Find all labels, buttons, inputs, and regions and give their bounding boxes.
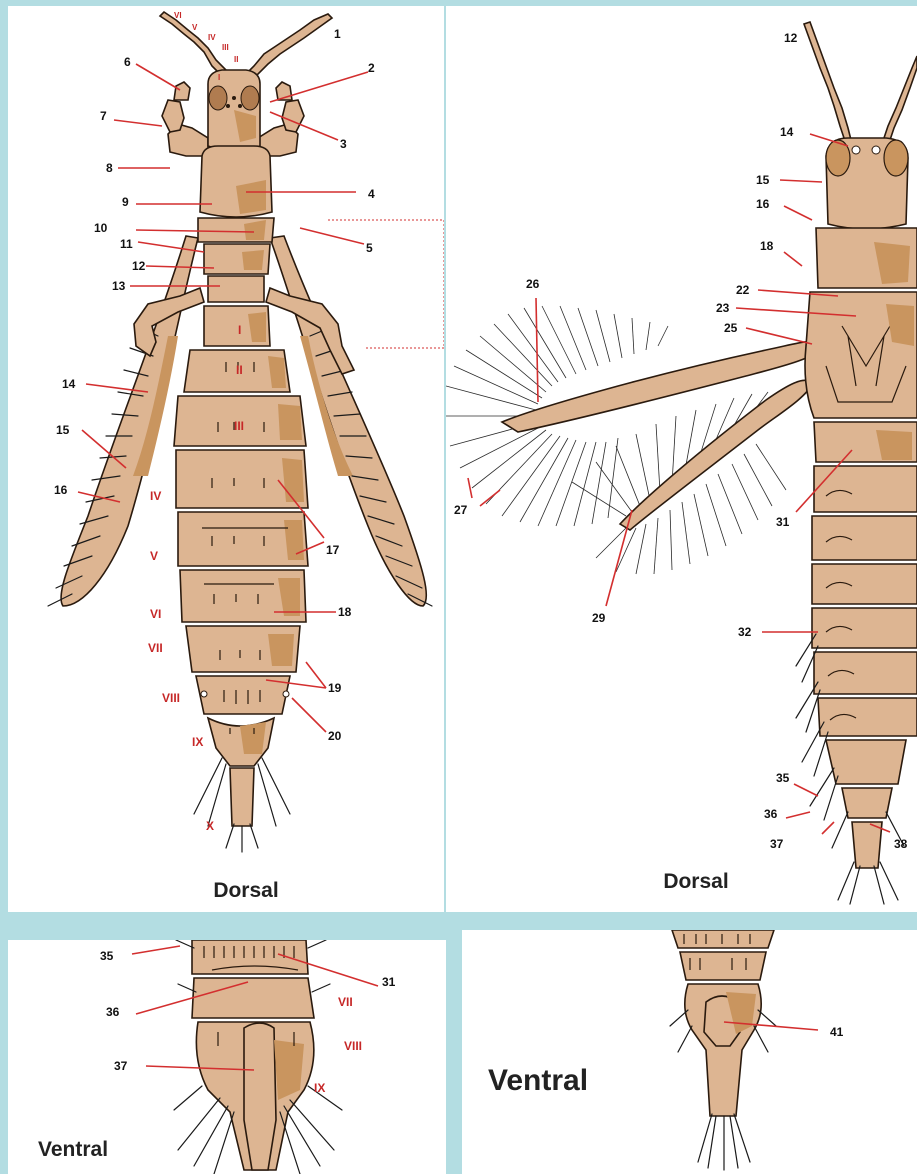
callout-37-vl: 37 bbox=[114, 1059, 128, 1073]
callout-12: 12 bbox=[132, 259, 146, 273]
head bbox=[208, 70, 260, 151]
caption-dorsal-right: Dorsal bbox=[663, 870, 728, 893]
callout-2: 2 bbox=[368, 61, 375, 75]
callout-10: 10 bbox=[94, 221, 108, 235]
callout-9: 9 bbox=[122, 195, 129, 209]
right-panel-right-antenna bbox=[882, 56, 917, 146]
callout-16: 16 bbox=[54, 483, 68, 497]
right-panel-abdomen bbox=[812, 422, 917, 868]
abd-seg-IX: IX bbox=[192, 735, 203, 749]
abd-seg-III: III bbox=[234, 419, 244, 433]
antenna-seg-I: I bbox=[218, 73, 220, 82]
abd-seg-II: II bbox=[236, 363, 243, 377]
callout-20: 20 bbox=[328, 729, 342, 743]
callout-37-r: 37 bbox=[770, 837, 784, 851]
abd-seg-VII: VII bbox=[148, 641, 163, 655]
callout-7: 7 bbox=[100, 109, 107, 123]
callout-8: 8 bbox=[106, 161, 113, 175]
ventral-seg-IX: IX bbox=[314, 1081, 325, 1095]
callout-14-r: 14 bbox=[780, 125, 794, 139]
callout-15-r: 15 bbox=[756, 173, 770, 187]
dorsal-left-illustration: 1 2 3 4 5 6 7 8 9 10 11 12 13 14 15 16 1… bbox=[8, 6, 444, 912]
callout-16-r: 16 bbox=[756, 197, 770, 211]
callout-17: 17 bbox=[326, 543, 340, 557]
callout-3: 3 bbox=[340, 137, 347, 151]
callout-13: 13 bbox=[112, 279, 126, 293]
antenna-seg-V: V bbox=[192, 23, 198, 32]
antenna-seg-IV: IV bbox=[208, 33, 216, 42]
callout-19: 19 bbox=[328, 681, 342, 695]
callout-35-r: 35 bbox=[776, 771, 790, 785]
caption-dorsal-left: Dorsal bbox=[213, 879, 278, 902]
callout-18: 18 bbox=[338, 605, 352, 619]
callout-26-r: 26 bbox=[526, 277, 540, 291]
abd-seg-I: I bbox=[238, 323, 241, 337]
callout-6: 6 bbox=[124, 55, 131, 69]
callout-1: 1 bbox=[334, 27, 341, 41]
ventral-seg-VIII: VIII bbox=[344, 1039, 362, 1053]
ventral-left-illustration: 35 31 36 37 VII VIII IX Ventral bbox=[8, 940, 446, 1174]
pronotum bbox=[200, 146, 272, 217]
callout-15: 15 bbox=[56, 423, 70, 437]
hindwing bbox=[620, 380, 812, 530]
callout-36-r: 36 bbox=[764, 807, 778, 821]
callout-4: 4 bbox=[368, 187, 375, 201]
callout-36-vl: 36 bbox=[106, 1005, 120, 1019]
panel-ventral-right: 41 Ventral bbox=[462, 930, 917, 1174]
callout-5: 5 bbox=[366, 241, 373, 255]
caption-ventral-left: Ventral bbox=[38, 1138, 108, 1161]
left-antenna bbox=[160, 12, 228, 76]
abd-seg-VIII: VIII bbox=[162, 691, 180, 705]
caption-ventral-right: Ventral bbox=[488, 1064, 588, 1097]
spiracle-right bbox=[283, 691, 289, 697]
abd-seg-IV: IV bbox=[150, 489, 161, 503]
callout-32-r: 32 bbox=[738, 625, 752, 639]
forewing bbox=[502, 341, 824, 432]
callout-35-vl: 35 bbox=[100, 949, 114, 963]
abd-seg-VI: VI bbox=[150, 607, 161, 621]
callout-12-r: 12 bbox=[784, 31, 798, 45]
right-panel-left-antenna bbox=[804, 22, 852, 144]
callout-31-vl: 31 bbox=[382, 975, 396, 989]
callout-18-r: 18 bbox=[760, 239, 774, 253]
panel-dorsal-left: 1 2 3 4 5 6 7 8 9 10 11 12 13 14 15 16 1… bbox=[8, 6, 444, 912]
callout-38-r: 38 bbox=[894, 837, 908, 851]
spiracle-left bbox=[201, 691, 207, 697]
dorsal-right-illustration: 12 14 15 16 18 22 23 25 26 27 29 31 32 3… bbox=[446, 6, 917, 912]
callout-31-r: 31 bbox=[776, 515, 790, 529]
ventral-seg-VII: VII bbox=[338, 995, 353, 1009]
right-antenna bbox=[244, 14, 332, 78]
callout-25-r: 25 bbox=[724, 321, 738, 335]
callout-29-r: 29 bbox=[592, 611, 606, 625]
callout-11: 11 bbox=[120, 237, 133, 251]
abd-seg-V: V bbox=[150, 549, 158, 563]
callout-27-r: 27 bbox=[454, 503, 468, 517]
callout-41: 41 bbox=[830, 1025, 844, 1039]
abd-seg-X: X bbox=[206, 819, 214, 833]
antenna-seg-III: III bbox=[222, 43, 229, 52]
panel-dorsal-right: 12 14 15 16 18 22 23 25 26 27 29 31 32 3… bbox=[446, 6, 917, 912]
ventral-right-illustration: 41 Ventral bbox=[462, 930, 917, 1174]
antenna-seg-II: II bbox=[234, 55, 238, 64]
callout-23-r: 23 bbox=[716, 301, 730, 315]
panel-ventral-left: 35 31 36 37 VII VIII IX Ventral bbox=[8, 940, 446, 1174]
callout-14: 14 bbox=[62, 377, 76, 391]
callout-22-r: 22 bbox=[736, 283, 750, 297]
antenna-seg-VI: VI bbox=[174, 11, 182, 20]
